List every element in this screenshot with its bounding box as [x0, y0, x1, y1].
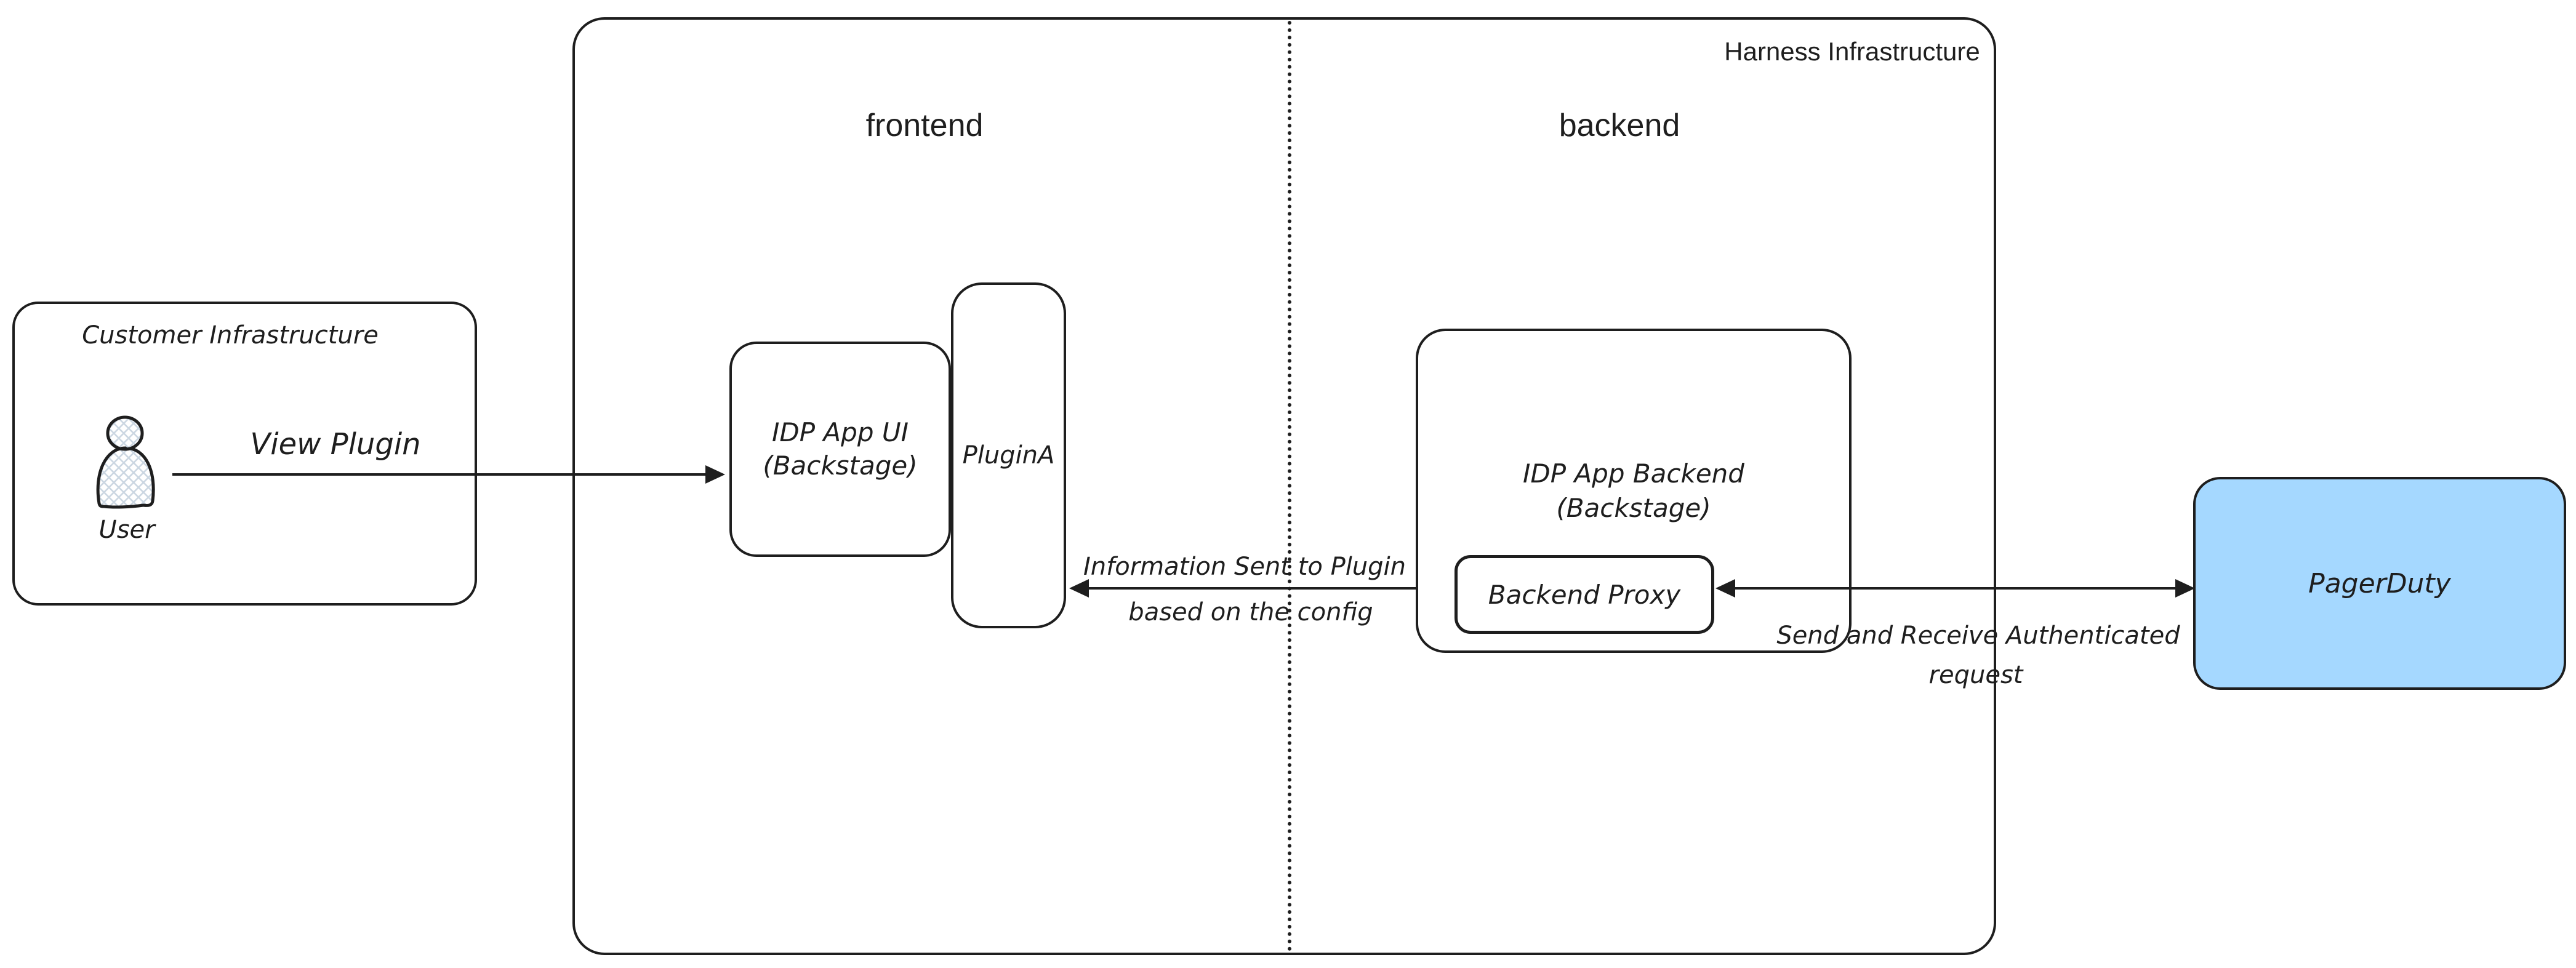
idp-app-backend-label-line2: (Backstage): [1556, 493, 1711, 523]
harness-infrastructure-label: Harness Infrastructure: [1724, 37, 1980, 66]
auth-request-arrow-label-line2: request: [1928, 661, 2023, 689]
auth-request-arrowhead-left: [1715, 579, 1735, 598]
view-plugin-arrowhead: [705, 465, 725, 484]
info-sent-arrowhead: [1069, 579, 1089, 598]
idp-app-ui-label-line1: IDP App UI: [772, 417, 909, 447]
pagerduty-box: PagerDuty: [2193, 477, 2566, 690]
auth-request-arrow-line: [1731, 587, 2177, 590]
plugin-a-box: PluginA: [951, 282, 1066, 628]
harness-infrastructure-box: [572, 17, 1996, 955]
user-person-icon: [96, 415, 155, 509]
frontend-section-label: frontend: [865, 108, 984, 143]
plugin-a-label: PluginA: [962, 441, 1055, 470]
frontend-backend-divider: [1288, 21, 1291, 951]
idp-app-ui-label-line2: (Backstage): [763, 450, 918, 481]
backend-section-label: backend: [1559, 108, 1680, 143]
idp-app-backend-label-line1: IDP App Backend: [1523, 458, 1744, 489]
pagerduty-label: PagerDuty: [2308, 567, 2451, 599]
backend-proxy-box: Backend Proxy: [1455, 555, 1714, 634]
customer-infrastructure-label: Customer Infrastructure: [82, 321, 379, 350]
info-sent-arrow-label-line1: Information Sent to Plugin: [1083, 553, 1406, 581]
user-label: User: [98, 516, 155, 544]
idp-app-ui-box: IDP App UI (Backstage): [729, 342, 951, 557]
backend-proxy-label: Backend Proxy: [1488, 579, 1681, 610]
view-plugin-arrow-line: [172, 473, 709, 476]
customer-infrastructure-box: [12, 302, 477, 606]
info-sent-arrow-label-line2: based on the config: [1128, 598, 1373, 626]
auth-request-arrow-label-line1: Send and Receive Authenticated: [1776, 622, 2180, 650]
auth-request-arrowhead-right: [2175, 579, 2195, 598]
info-sent-arrow-line: [1085, 587, 1416, 590]
view-plugin-arrow-label: View Plugin: [250, 427, 421, 462]
